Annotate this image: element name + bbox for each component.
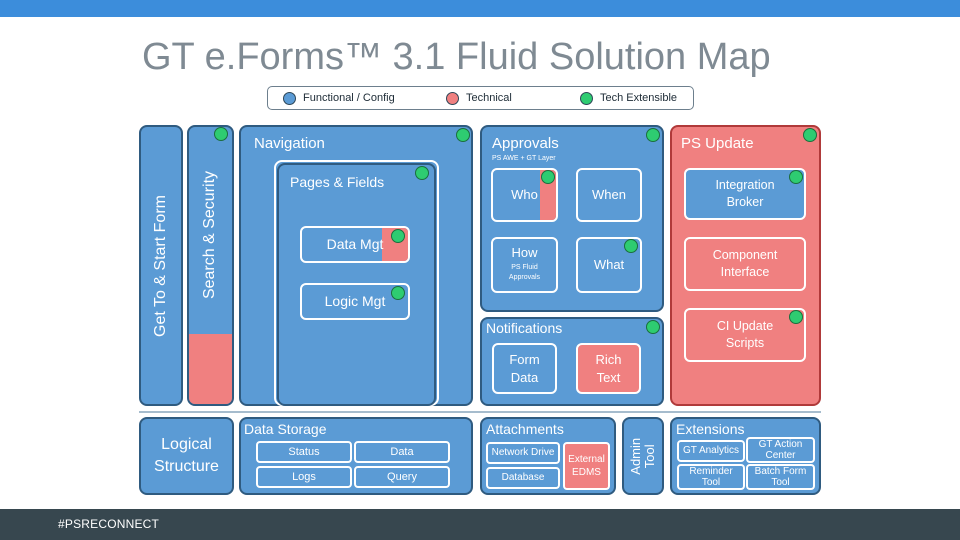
rich-text-label: Rich Text	[595, 351, 622, 385]
ci-update-label: CI Update Scripts	[716, 319, 774, 350]
page-title: GT e.Forms™ 3.1 Fluid Solution Map	[142, 36, 771, 78]
top-accent-bar	[0, 0, 960, 17]
admin-tool-panel	[622, 417, 664, 495]
legend-blue-dot-icon	[283, 92, 296, 105]
database-box	[486, 467, 560, 489]
admin-tool-label-wrap: Admin Tool	[622, 417, 664, 495]
footer-bar	[0, 509, 960, 540]
logs-box	[256, 466, 352, 488]
approvals-title: Approvals	[492, 135, 559, 152]
network-drive-label: Network Drive	[491, 447, 555, 459]
what-extensible-icon	[624, 239, 638, 253]
navigation-title: Navigation	[254, 135, 325, 152]
network-drive-box	[486, 442, 560, 464]
extensions-title: Extensions	[676, 421, 745, 437]
notifications-extensible-icon	[646, 320, 660, 334]
integration-broker-extensible-icon	[789, 170, 803, 184]
admin-tool-label: Admin Tool	[627, 437, 657, 475]
reminder-tool-box	[677, 464, 745, 490]
legend-functional: Functional / Config	[303, 92, 395, 104]
search-security-label-wrap: Search & Security	[187, 140, 234, 330]
logical-structure-label: Logical Structure	[154, 435, 219, 475]
pages-fields-title: Pages & Fields	[290, 174, 385, 190]
status-label: Status	[288, 445, 320, 458]
logical-structure-panel	[139, 417, 234, 495]
component-interface-box	[684, 237, 806, 291]
ps-update-title: PS Update	[681, 135, 754, 152]
reminder-tool-label: Reminder Tool	[689, 465, 733, 489]
how-sub1: PS Fluid	[511, 264, 538, 271]
form-data-box	[492, 343, 557, 394]
how-label: How	[511, 245, 538, 261]
legend-extensible: Tech Extensible	[600, 92, 678, 104]
legend-technical: Technical	[466, 92, 512, 104]
attachments-title: Attachments	[486, 421, 564, 437]
integration-broker-label: Integration Broker	[715, 178, 775, 209]
separator-line	[139, 411, 821, 413]
when-label: When	[592, 187, 626, 203]
ci-update-extensible-icon	[789, 310, 803, 324]
who-extensible-icon	[541, 170, 555, 184]
logs-label: Logs	[292, 470, 316, 483]
search-security-panel	[187, 125, 234, 406]
form-data-label: Form Data	[509, 351, 540, 385]
search-security-technical-fill	[189, 334, 232, 404]
data-mgt-label: Data Mgt	[326, 236, 384, 253]
batch-form-tool-box	[746, 464, 815, 490]
gt-action-center-box	[746, 437, 815, 463]
get-to-start-form-label: Get To & Start Form	[152, 194, 169, 337]
who-label: Who	[511, 187, 538, 203]
pages-fields-extensible-icon	[415, 166, 429, 180]
logic-mgt-extensible-icon	[391, 286, 405, 300]
footer-text: #PSRECONNECT	[58, 517, 160, 531]
data-box	[354, 441, 450, 463]
how-box	[491, 237, 558, 293]
query-label: Query	[387, 470, 417, 483]
data-label: Data	[390, 445, 414, 458]
what-label: What	[593, 257, 625, 273]
navigation-extensible-icon	[456, 128, 470, 142]
legend	[267, 86, 694, 110]
ci-update-box	[684, 308, 806, 362]
approvals-extensible-icon	[646, 128, 660, 142]
ps-update-extensible-icon	[803, 128, 817, 142]
gt-analytics-label: GT Analytics	[683, 445, 739, 457]
gt-action-center-label: GT Action Center	[758, 438, 803, 462]
search-security-extensible-icon	[214, 127, 228, 141]
gt-analytics-box	[677, 440, 745, 462]
query-box	[354, 466, 450, 488]
batch-form-tool-label: Batch Form Tool	[754, 465, 807, 489]
rich-text-box	[576, 343, 641, 394]
external-edms-label: External EDMS	[568, 453, 605, 479]
get-to-start-form-label-wrap: Get To & Start Form	[139, 125, 183, 406]
when-box	[576, 168, 642, 222]
status-box	[256, 441, 352, 463]
legend-red-dot-icon	[446, 92, 459, 105]
search-security-label: Search & Security	[201, 170, 219, 300]
external-edms-box	[563, 442, 610, 490]
how-sub2: Approvals	[508, 274, 541, 281]
database-label: Database	[501, 472, 545, 484]
data-storage-title: Data Storage	[244, 421, 327, 437]
data-storage-panel	[239, 417, 473, 495]
extensions-panel	[670, 417, 821, 495]
legend-green-dot-icon	[580, 92, 593, 105]
data-mgt-extensible-icon	[391, 229, 405, 243]
logic-mgt-label: Logic Mgt	[324, 293, 386, 310]
notifications-title: Notifications	[486, 320, 563, 336]
approvals-subtitle: PS AWE + GT Layer	[492, 155, 556, 162]
get-to-start-form-panel	[139, 125, 183, 406]
component-interface-label: Component Interface	[712, 248, 778, 279]
data-mgt-box	[300, 226, 410, 263]
integration-broker-box	[684, 168, 806, 220]
